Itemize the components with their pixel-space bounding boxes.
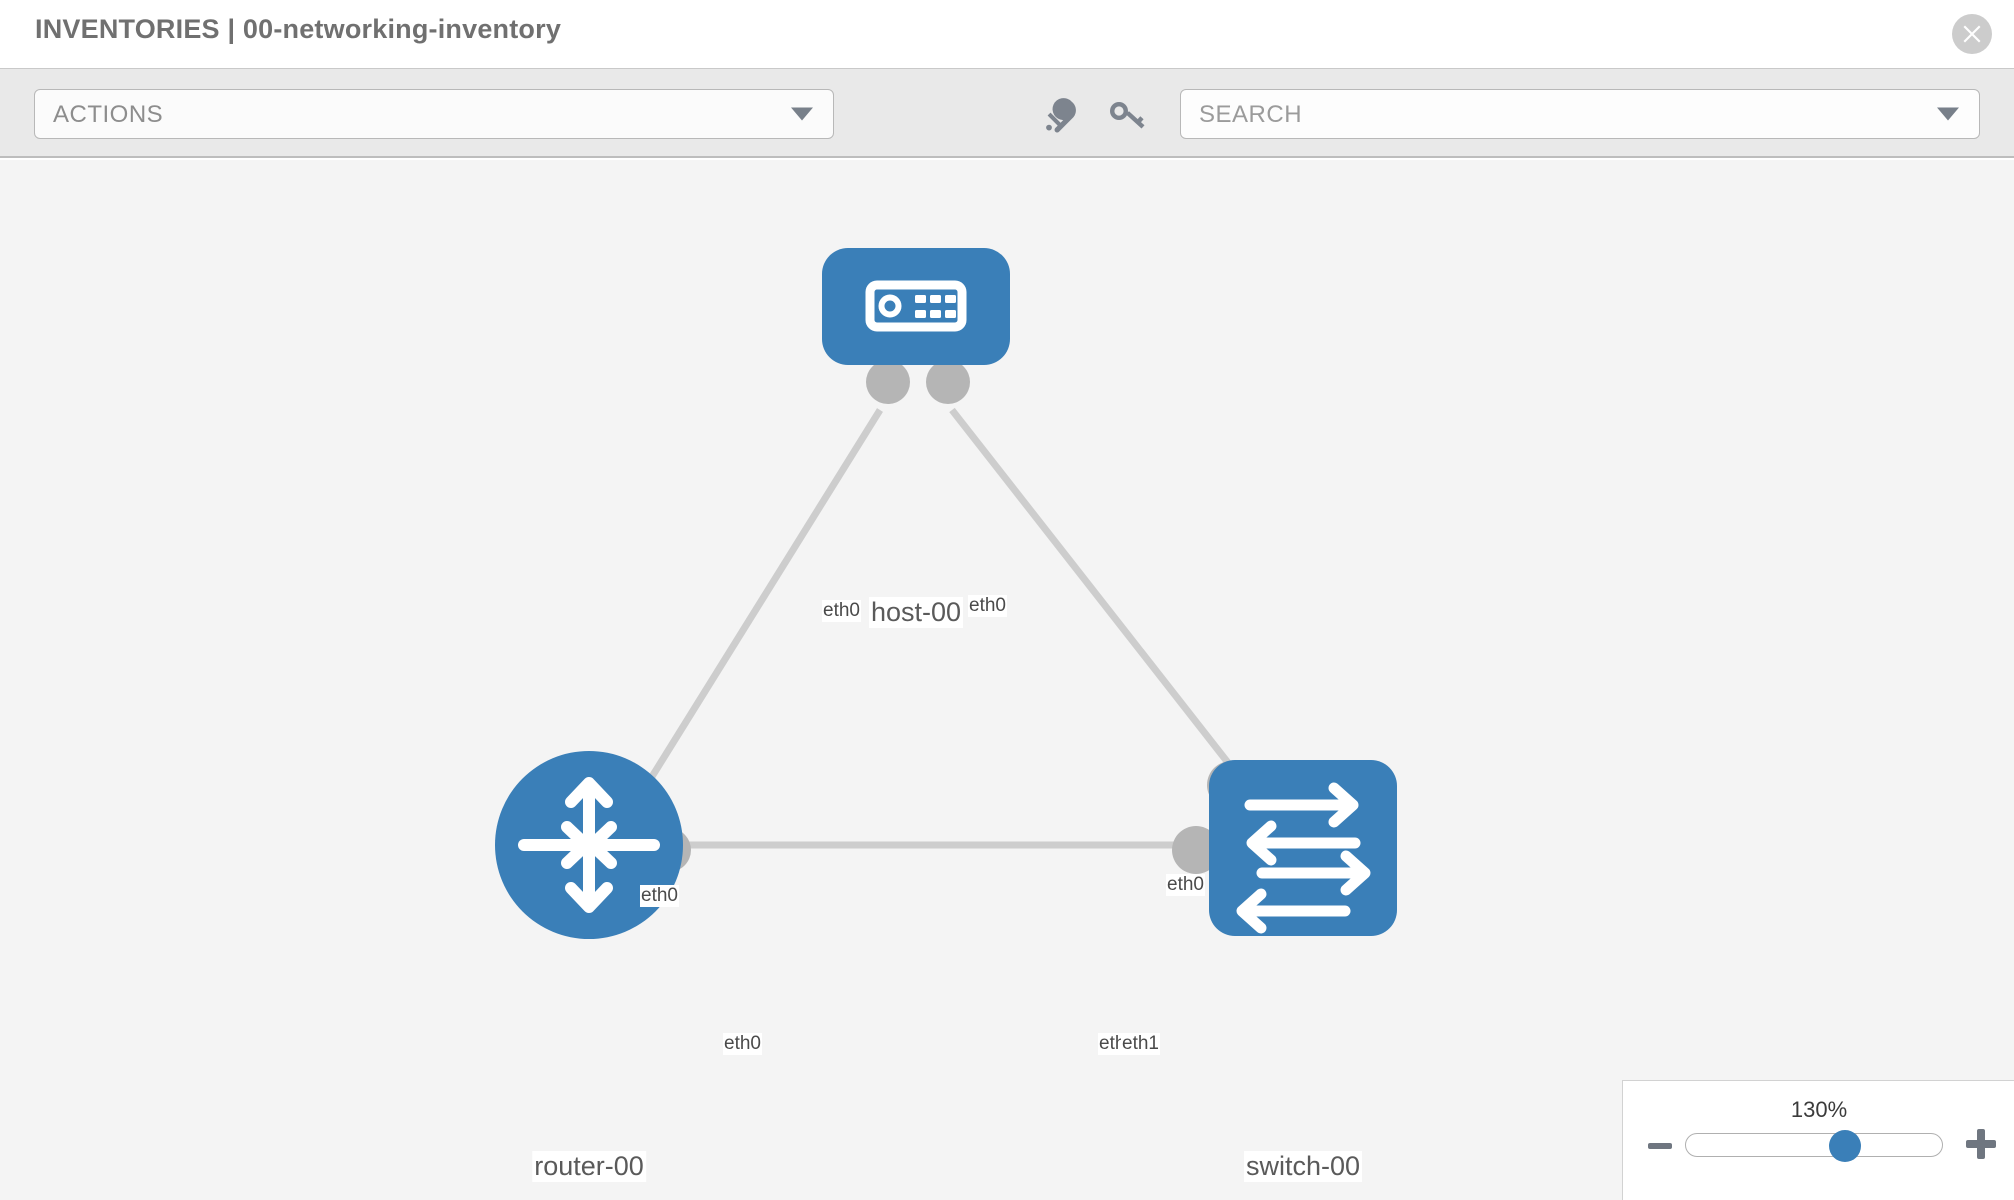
link-host-router	[622, 408, 883, 822]
search-input[interactable]: SEARCH	[1180, 89, 1980, 139]
zoom-slider-thumb[interactable]	[1828, 1130, 1861, 1162]
iface-label-switch-left-a: eth	[1098, 1033, 1127, 1055]
page-header: INVENTORIES | 00-networking-inventory	[0, 0, 2014, 68]
server-icon	[865, 280, 967, 332]
actions-dropdown-label: ACTIONS	[53, 101, 164, 128]
port-host-right	[926, 360, 970, 404]
topology-links	[622, 407, 1268, 849]
minus-icon[interactable]	[1645, 1131, 1675, 1166]
port-host-left	[866, 360, 910, 404]
zoom-control-panel: 130%	[1622, 1080, 2014, 1200]
router-arrows-icon	[518, 777, 660, 913]
toolbar: ACTIONS SEARCH	[0, 68, 2014, 158]
search-placeholder: SEARCH	[1199, 101, 1303, 128]
node-switch-00	[1209, 760, 1397, 936]
iface-label-host-left: eth0	[822, 600, 861, 622]
iface-label-router-up: eth0	[640, 885, 679, 907]
node-host-00	[822, 248, 1010, 365]
node-label-host-00: host-00	[868, 597, 964, 628]
iface-label-host-right: eth0	[968, 595, 1007, 617]
iface-label-switch-left-b: eth1	[1121, 1033, 1160, 1055]
key-icon[interactable]	[1105, 97, 1149, 133]
node-router-00	[495, 751, 683, 939]
link-host-switch	[949, 407, 1268, 813]
wrench-icon[interactable]	[1038, 97, 1082, 133]
switch-arrows-icon	[1236, 782, 1371, 934]
actions-dropdown[interactable]: ACTIONS	[34, 89, 834, 139]
iface-label-switch-up: eth0	[1166, 874, 1205, 896]
node-label-switch-00: switch-00	[1243, 1151, 1363, 1182]
topology-canvas[interactable]: eth0 eth0 eth0 eth0 eth0 eth eth1 host-0…	[0, 160, 2014, 1200]
page-title: INVENTORIES | 00-networking-inventory	[35, 14, 562, 44]
close-icon[interactable]	[1952, 14, 1992, 54]
chevron-down-icon	[791, 107, 813, 121]
zoom-slider-track[interactable]	[1685, 1130, 1943, 1162]
iface-label-router-right: eth0	[723, 1033, 762, 1055]
node-label-router-00: router-00	[532, 1151, 646, 1182]
chevron-down-icon	[1937, 107, 1959, 121]
zoom-level-value: 130%	[1790, 1097, 1848, 1122]
plus-icon[interactable]	[1962, 1125, 2000, 1168]
port-switch-left	[1172, 826, 1220, 874]
